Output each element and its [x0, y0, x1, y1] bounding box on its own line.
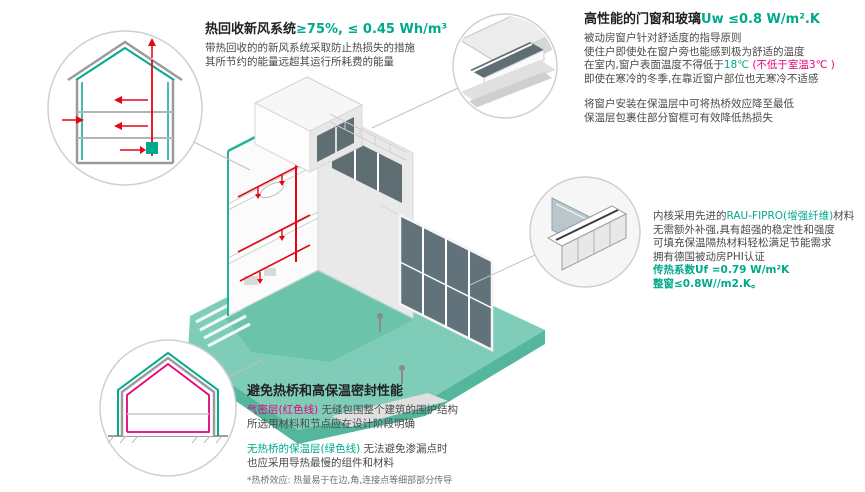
windows-intro-line-1: 被动房窗户针对舒适度的指导原则: [584, 32, 742, 44]
windows-install-line-1: 将窗户安装在保温层中可将热桥效应降至最低: [584, 98, 794, 110]
gasket-line: [555, 209, 619, 241]
insulation-label: 无热桥的保温层(绿色线): [247, 443, 361, 455]
section-thermal-bridge: 避免热桥和高保温密封性能 气密层(红色线) 无缝包围整个建筑的围护结构 所选用材…: [247, 384, 577, 489]
section-heat-recovery: 热回收新风系统≥75%, ≤ 0.45 Wh/m³ 带热回收的的新风系统采取防止…: [205, 22, 467, 69]
airtight-line-1: 气密层(红色线) 无缝包围整个建筑的围护结构: [247, 404, 577, 418]
profile-core-prefix: 内核采用先进的: [653, 210, 727, 222]
heat-recovery-line-1: 带热回收的的新风系统采取防止热损失的措施: [205, 42, 415, 54]
windows-title-value: Uw ≤0.8 W/m².K: [701, 12, 820, 27]
profile-u-frame: 传热系数Uf =0.79 W/m²K: [653, 264, 790, 276]
insulation-line-1: 无热桥的保温层(绿色线) 无法避免渗漏点时: [247, 443, 577, 457]
walkway: [332, 393, 448, 427]
spacer: [584, 86, 862, 98]
windows-winter-line: 即使在寒冷的冬季,在靠近窗户部位也无寒冷不适感: [584, 72, 819, 85]
heat-recovery-title: 热回收新风系统≥75%, ≤ 0.45 Wh/m³: [205, 22, 467, 38]
ventilation-section-callout: [47, 30, 203, 186]
thermal-envelope-section-callout: [99, 339, 237, 477]
profile-line-3: 拥有德国被动房PHI认证: [653, 250, 765, 263]
windows-temp-value: 18℃: [723, 59, 749, 71]
window-profile-callout: [529, 176, 641, 288]
profile-core-line: 内核采用先进的RAU-FIPRO(增强纤维)材料: [653, 210, 865, 224]
windows-title: 高性能的门窗和玻璃Uw ≤0.8 W/m².K: [584, 12, 862, 28]
insulation-line-2: 也应采用导热最慢的组件和材料: [247, 456, 394, 469]
thermal-bridge-footnote: *热桥效应: 热量易于在边,角,连接点等细部部分传导: [247, 476, 453, 486]
windows-temp-note: (不低于室温3℃ ): [749, 59, 835, 71]
heat-recovery-title-value: ≥75%, ≤ 0.45 Wh/m³: [296, 22, 448, 37]
airtight-layer-line: [126, 362, 210, 433]
airtight-rest: 无缝包围整个建筑的围护结构: [318, 404, 459, 416]
airflow-arrows: [62, 38, 158, 156]
profile-core-suffix: 材料: [833, 210, 855, 222]
terrace-railing: [329, 113, 407, 161]
heat-recovery-title-text: 热回收新风系统: [205, 22, 297, 37]
profile-core-highlight: RAU-FIPRO(增强纤维): [726, 210, 834, 222]
heat-exchanger-unit: [146, 142, 158, 154]
section-windows: 高性能的门窗和玻璃Uw ≤0.8 W/m².K 被动房窗户针对舒适度的指导原则 …: [584, 12, 862, 125]
isometric-house-cutaway-illustration: [188, 76, 545, 444]
leader-lines: [193, 87, 536, 378]
airtight-label: 气密层(红色线): [247, 404, 319, 416]
heat-recovery-line-2: 其所节约的能量远超其运行所耗费的能量: [205, 55, 394, 68]
spacer: [247, 431, 577, 443]
windows-temp-prefix: 在室内,窗户表面温度不得低于: [584, 59, 724, 71]
profile-line-2: 可填充保温隔热材料轻松满足节能需求: [653, 237, 832, 249]
windows-intro-line-2: 使住户即使处在窗户旁也能感到极为舒适的温度: [584, 45, 805, 58]
windows-install-line-2: 保温层包裹住部分窗框可有效降低热损失: [584, 111, 773, 124]
airtight-line-2: 所选用材料和节点应在设计阶段明确: [247, 417, 415, 430]
insulation-rest: 无法避免渗漏点时: [360, 443, 448, 455]
insulation-layer-line: [117, 351, 219, 436]
person-figure: [377, 313, 405, 384]
profile-u-window: 整窗≤0.8W//m2.K。: [653, 277, 762, 290]
thermal-bridge-title: 避免热桥和高保温密封性能: [247, 384, 404, 399]
penthouse: [253, 76, 364, 173]
window-corner-callout: [452, 13, 558, 119]
windows-title-text: 高性能的门窗和玻璃: [584, 12, 702, 27]
profile-line-1: 无需额外补强,具有超强的稳定性和强度: [653, 223, 835, 236]
windows-temp-line: 在室内,窗户表面温度不得低于18℃ (不低于室温3℃ ): [584, 59, 862, 73]
section-frame-profile: 内核采用先进的RAU-FIPRO(增强纤维)材料 无需额外补强,具有超强的稳定性…: [653, 210, 865, 291]
glazed-wing: [379, 204, 494, 353]
bathtub: [259, 181, 285, 199]
